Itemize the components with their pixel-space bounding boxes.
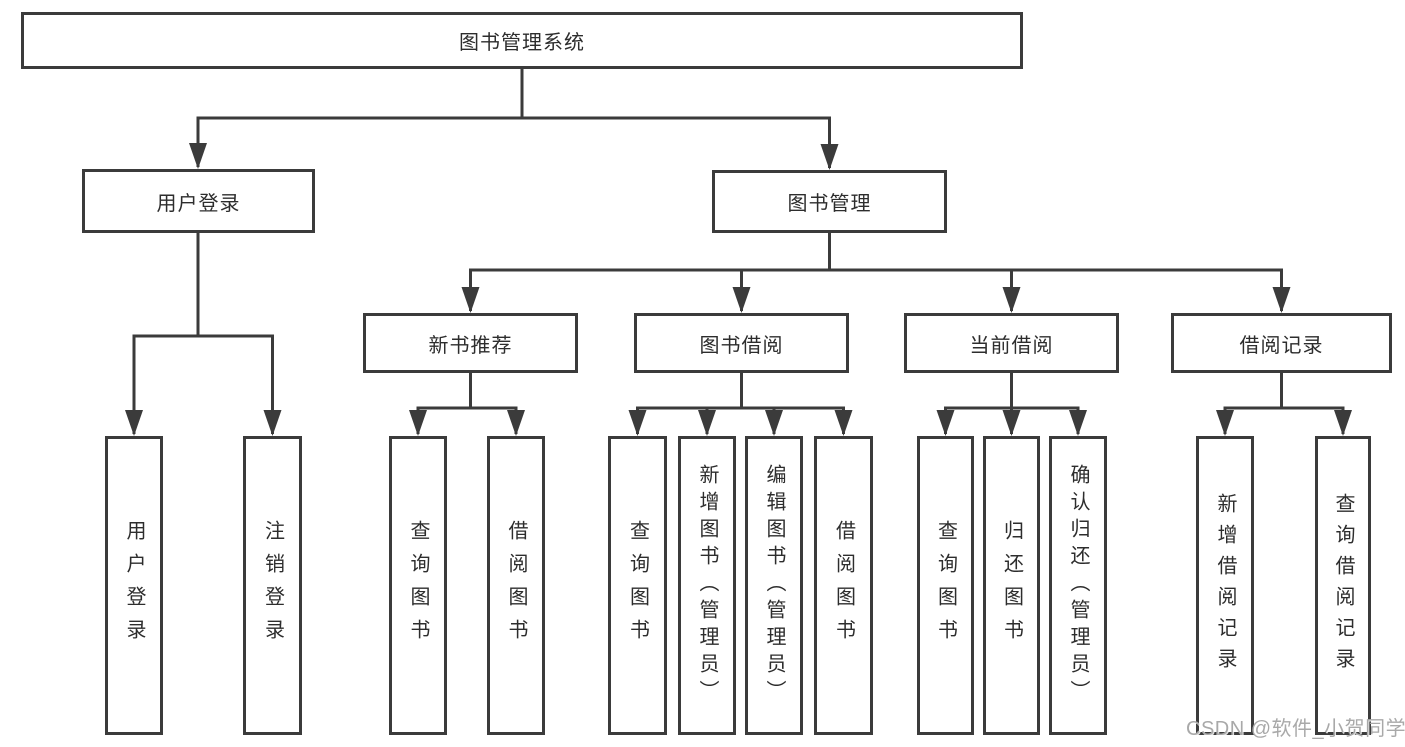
node-book-borrowing: 图书借阅 xyxy=(634,313,849,373)
leaf-br-query-record: 查询借阅记录 xyxy=(1315,436,1371,735)
connector-book-borrowing-to-leaves xyxy=(628,373,853,436)
connector-current-borrowing-to-leaves xyxy=(936,373,1087,436)
leaf-cb-query-books: 查询图书 xyxy=(917,436,974,735)
node-new-book-recommend: 新书推荐 xyxy=(363,313,578,373)
leaf-bb-edit-books-admin: 编辑图书（管理员） xyxy=(745,436,803,735)
connector-book-management-to-level3 xyxy=(461,233,1291,313)
node-current-borrowing: 当前借阅 xyxy=(904,313,1119,373)
leaf-nbr-query-books: 查询图书 xyxy=(389,436,447,735)
connector-borrowing-records-to-leaves xyxy=(1216,373,1352,436)
leaf-br-add-record: 新增借阅记录 xyxy=(1196,436,1254,735)
leaf-bb-borrow-books: 借阅图书 xyxy=(814,436,873,735)
watermark: CSDN @软件_小贺同学 xyxy=(1186,718,1405,740)
node-borrowing-records: 借阅记录 xyxy=(1171,313,1392,373)
leaf-logout: 注销登录 xyxy=(243,436,302,735)
connector-new-book-recommend-to-leaves xyxy=(409,373,525,436)
leaf-cb-return-books: 归还图书 xyxy=(983,436,1040,735)
leaf-nbr-borrow-books: 借阅图书 xyxy=(487,436,545,735)
node-book-management: 图书管理 xyxy=(712,170,947,233)
leaf-bb-add-books-admin: 新增图书（管理员） xyxy=(678,436,736,735)
leaf-bb-query-books: 查询图书 xyxy=(608,436,667,735)
connector-user-login-to-leaves xyxy=(125,233,282,436)
leaf-cb-confirm-return-admin: 确认归还（管理员） xyxy=(1049,436,1107,735)
node-user-login: 用户登录 xyxy=(82,169,315,233)
connector-root-to-level2 xyxy=(189,69,839,170)
node-library-management-system: 图书管理系统 xyxy=(21,12,1023,69)
leaf-user-login: 用户登录 xyxy=(105,436,163,735)
